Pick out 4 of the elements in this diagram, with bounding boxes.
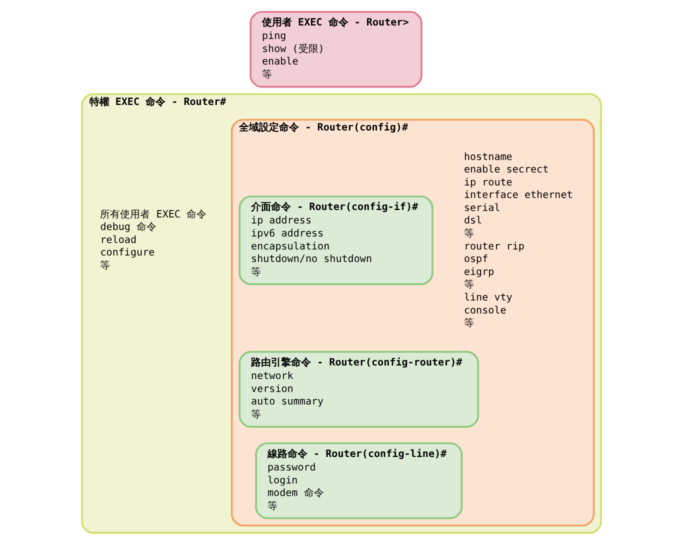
node-box: 介面命令 - Router(config-if)# ip address ipv6 address encapsulation shutdown/no shutdown 等: [238, 196, 434, 286]
node-box: 線路命令 - Router(config-line)# password login modem 命令 等: [255, 442, 463, 520]
node-box: 路由引擎命令 - Router(config-router)# network version auto summary 等: [238, 350, 480, 428]
node-box: 使用者 EXEC 命令 - Router> ping show (受限) enable 等: [250, 10, 422, 88]
